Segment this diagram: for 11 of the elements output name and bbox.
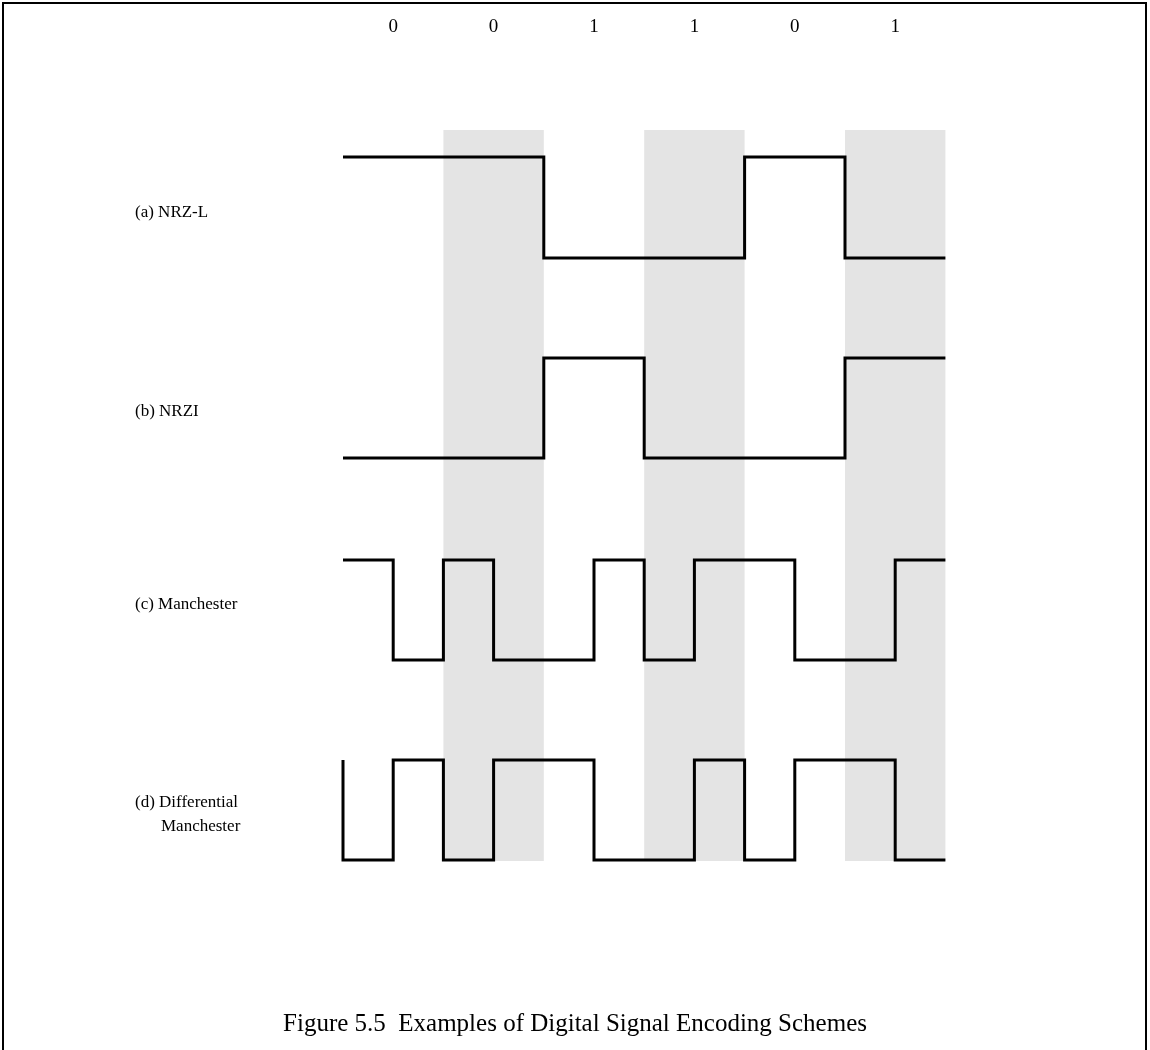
bit-value: 1 [588,16,600,36]
encoding-name: (a) NRZ-L [135,202,209,222]
bit-value: 0 [387,16,399,36]
bit-value: 0 [487,16,500,36]
figure-caption: Figure 5.5 Examples of Digital Signal Encoding Schemes [283,1009,867,1036]
encoding-name: (b) NRZI [135,401,199,421]
encoding-name: (d) Differential Manchester [135,791,242,837]
encoding-name: (c) Manchester [135,594,238,614]
bit-value: 0 [789,16,801,36]
bit-value: 1 [889,16,901,36]
bit-value: 1 [688,16,701,36]
